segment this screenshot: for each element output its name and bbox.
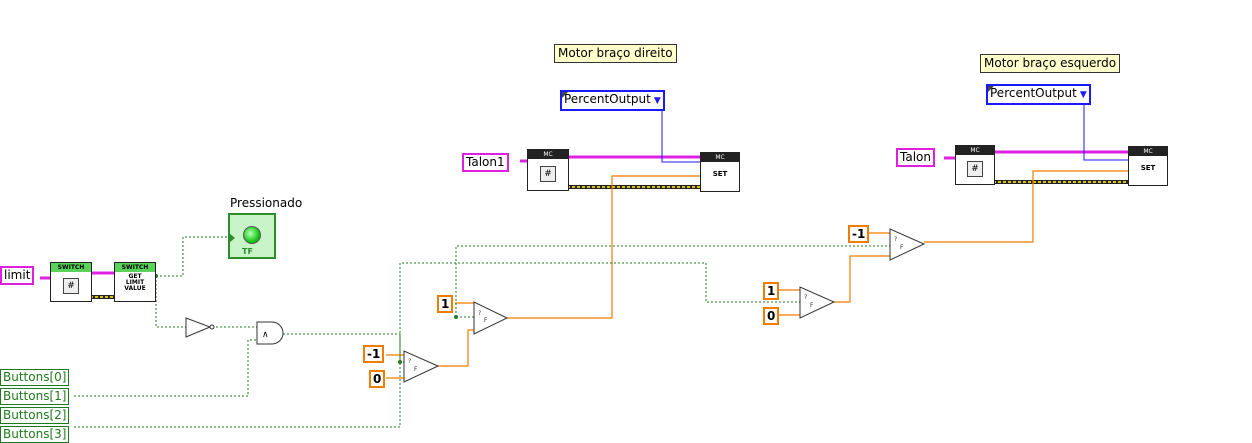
wire-junctions (154, 274, 458, 364)
boolean-wires (74, 236, 890, 428)
buttons-2[interactable]: Buttons[2] (0, 407, 70, 424)
tf-label: TF (242, 247, 253, 256)
led-indicator[interactable]: TF (228, 213, 276, 259)
mc-property-node-left[interactable]: MC # (955, 145, 995, 185)
ref-talon[interactable]: Talon (896, 148, 935, 167)
switch-get-limit-node[interactable]: SWITCH GET LIMIT VALUE (114, 262, 156, 302)
not-gate-icon (185, 317, 212, 338)
constant-neg1-b[interactable]: -1 (848, 225, 870, 243)
enum-wires (661, 103, 1140, 163)
buttons-1[interactable]: Buttons[1] (0, 388, 70, 405)
mc-header: MC (956, 146, 994, 155)
constant-1-b[interactable]: 1 (763, 282, 780, 300)
ref-limit[interactable]: limit (0, 266, 35, 285)
get-line-2: LIMIT (125, 279, 145, 286)
svg-text:?: ? (804, 294, 807, 301)
note-motor-right: Motor braço direito (554, 44, 677, 63)
ref-talon1[interactable]: Talon1 (462, 153, 509, 172)
numeric-wires (386, 170, 1128, 379)
constant-0-b[interactable]: 0 (763, 307, 780, 325)
enum-corner-icon (988, 86, 994, 92)
property-icon: # (967, 161, 983, 177)
mc-set-label: SET (1140, 164, 1156, 172)
note-motor-left: Motor braço esquerdo (980, 54, 1121, 73)
constant-neg1-a[interactable]: -1 (363, 345, 385, 363)
switch-header: SWITCH (115, 263, 155, 272)
mc-header: MC (1129, 147, 1167, 156)
mc-property-node-right[interactable]: MC # (527, 149, 569, 191)
switch-property-node[interactable]: SWITCH # (50, 262, 92, 302)
not-bubble-icon (209, 324, 215, 330)
svg-text:F: F (810, 302, 814, 309)
enum-percent-output-left[interactable]: PercentOutput▼ (986, 84, 1091, 105)
select-primitives (403, 228, 926, 383)
input-terminal-icon (229, 233, 235, 243)
switch-get-label: GET LIMIT VALUE (115, 272, 155, 292)
switch-header: SWITCH (51, 263, 91, 272)
chevron-down-icon[interactable]: ▼ (1079, 90, 1087, 100)
buttons-0[interactable]: Buttons[0] (0, 369, 70, 386)
and-gate-glyph: ∧ (262, 330, 269, 340)
error-wires (90, 180, 1128, 299)
mc-header: MC (528, 150, 568, 159)
mc-header: MC (701, 153, 739, 162)
svg-text:F: F (414, 366, 418, 373)
enum-percent-output-right[interactable]: PercentOutput▼ (560, 90, 665, 111)
mc-set-node-right[interactable]: MC SET (700, 152, 740, 192)
constant-1-a[interactable]: 1 (437, 295, 454, 313)
mc-set-node-left[interactable]: MC SET (1128, 146, 1168, 186)
refnum-wires (40, 150, 1128, 280)
buttons-3[interactable]: Buttons[3] (0, 426, 70, 443)
select-glyphs: ?F ?F ?F ?F (408, 236, 904, 373)
get-line-1: GET (128, 273, 142, 280)
chevron-down-icon[interactable]: ▼ (653, 96, 661, 106)
indicator-label: Pressionado (230, 196, 303, 210)
enum-corner-icon (562, 92, 568, 98)
get-line-3: VALUE (124, 285, 146, 292)
enum-value: PercentOutput (990, 86, 1077, 100)
led-bulb-icon (243, 226, 261, 244)
and-gate-icon (256, 321, 284, 345)
property-icon: # (63, 278, 79, 294)
svg-text:F: F (900, 244, 904, 251)
mc-set-label: SET (712, 170, 728, 178)
svg-text:?: ? (408, 358, 411, 365)
property-icon: # (540, 166, 556, 182)
svg-text:F: F (484, 317, 488, 324)
svg-text:?: ? (478, 310, 481, 317)
constant-0-a[interactable]: 0 (369, 370, 386, 388)
enum-value: PercentOutput (564, 92, 651, 106)
svg-text:?: ? (894, 236, 897, 243)
